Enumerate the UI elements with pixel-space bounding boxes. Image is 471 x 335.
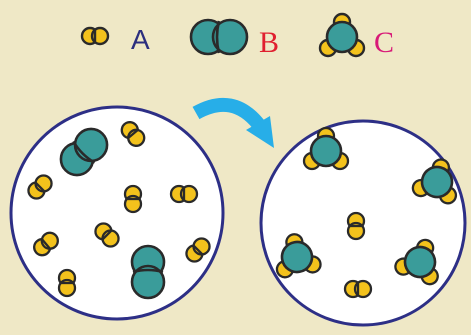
molecule-c — [302, 126, 350, 171]
molecule-a — [27, 174, 53, 200]
molecule-c — [394, 238, 439, 286]
molecule-a — [120, 121, 146, 147]
molecule-c-icon — [318, 12, 366, 58]
legend-item-c: C — [318, 12, 394, 59]
molecule-a — [169, 184, 199, 204]
molecule-b — [59, 127, 109, 177]
molecule-b — [130, 244, 166, 300]
molecule-a — [343, 279, 373, 299]
molecule-a — [185, 237, 211, 263]
legend-item-a: A — [80, 24, 150, 55]
curved-arrow-icon — [192, 98, 274, 148]
legend-item-b: B — [189, 18, 279, 59]
legend-label-a: A — [131, 24, 150, 55]
molecule-c — [411, 158, 458, 205]
molecule-c — [275, 233, 322, 279]
molecule-b-icon — [189, 18, 249, 56]
legend-label-b: B — [259, 26, 279, 59]
legend-label-c: C — [374, 26, 394, 59]
molecule-a — [346, 211, 366, 241]
molecule-a-icon — [80, 26, 110, 46]
container-before — [9, 105, 225, 321]
molecule-a — [57, 268, 77, 298]
legend: A B C — [80, 12, 394, 59]
molecule-a — [123, 184, 143, 214]
molecule-a — [94, 222, 120, 248]
molecules — [27, 121, 458, 300]
molecule-a — [33, 231, 59, 257]
